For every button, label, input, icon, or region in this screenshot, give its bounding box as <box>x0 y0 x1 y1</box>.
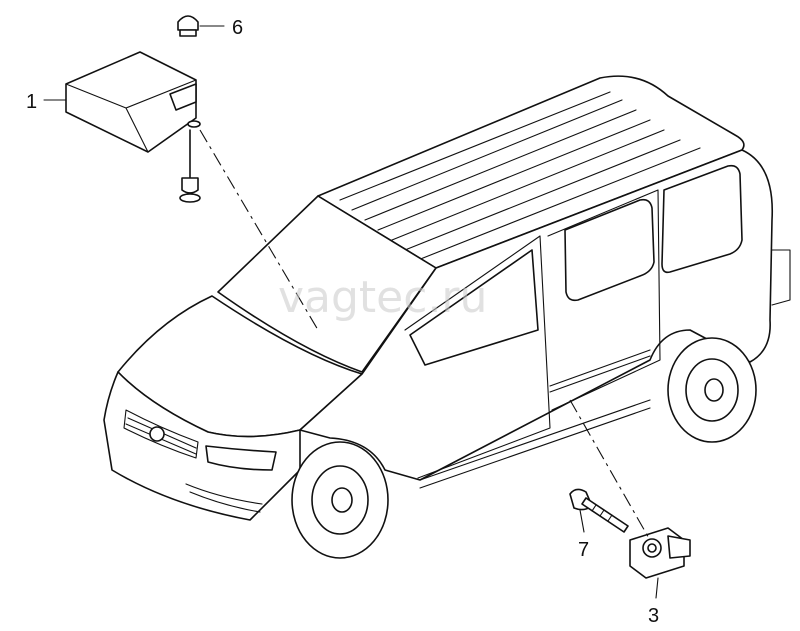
callout-3: 3 <box>648 605 659 627</box>
sensor-bolt <box>569 488 629 533</box>
callout-leader-3 <box>655 577 659 599</box>
front-door-window <box>409 249 539 366</box>
rear-window-2 <box>661 164 743 274</box>
front-bumper <box>103 371 301 521</box>
callout-leader-7 <box>579 509 585 533</box>
leader-control-unit <box>199 129 319 331</box>
roof-ribs <box>339 91 701 261</box>
headlight <box>205 445 277 471</box>
sliding-door <box>547 189 661 411</box>
callout-7: 7 <box>578 539 589 561</box>
nut <box>177 15 199 37</box>
callout-6: 6 <box>232 17 243 39</box>
rear-window-1 <box>564 198 655 302</box>
mounting-bracket <box>169 83 197 111</box>
watermark: vagtec.ru <box>278 272 487 323</box>
mounting-bolt <box>179 129 201 203</box>
callout-1: 1 <box>26 91 37 113</box>
mounting-hole <box>187 120 201 128</box>
front-door <box>404 235 551 479</box>
van-roof <box>317 75 745 269</box>
crash-sensor <box>629 527 691 579</box>
van-illustration <box>103 75 791 559</box>
control-unit <box>65 51 201 153</box>
windshield <box>217 195 437 373</box>
grille <box>123 409 199 459</box>
badge <box>149 426 165 442</box>
